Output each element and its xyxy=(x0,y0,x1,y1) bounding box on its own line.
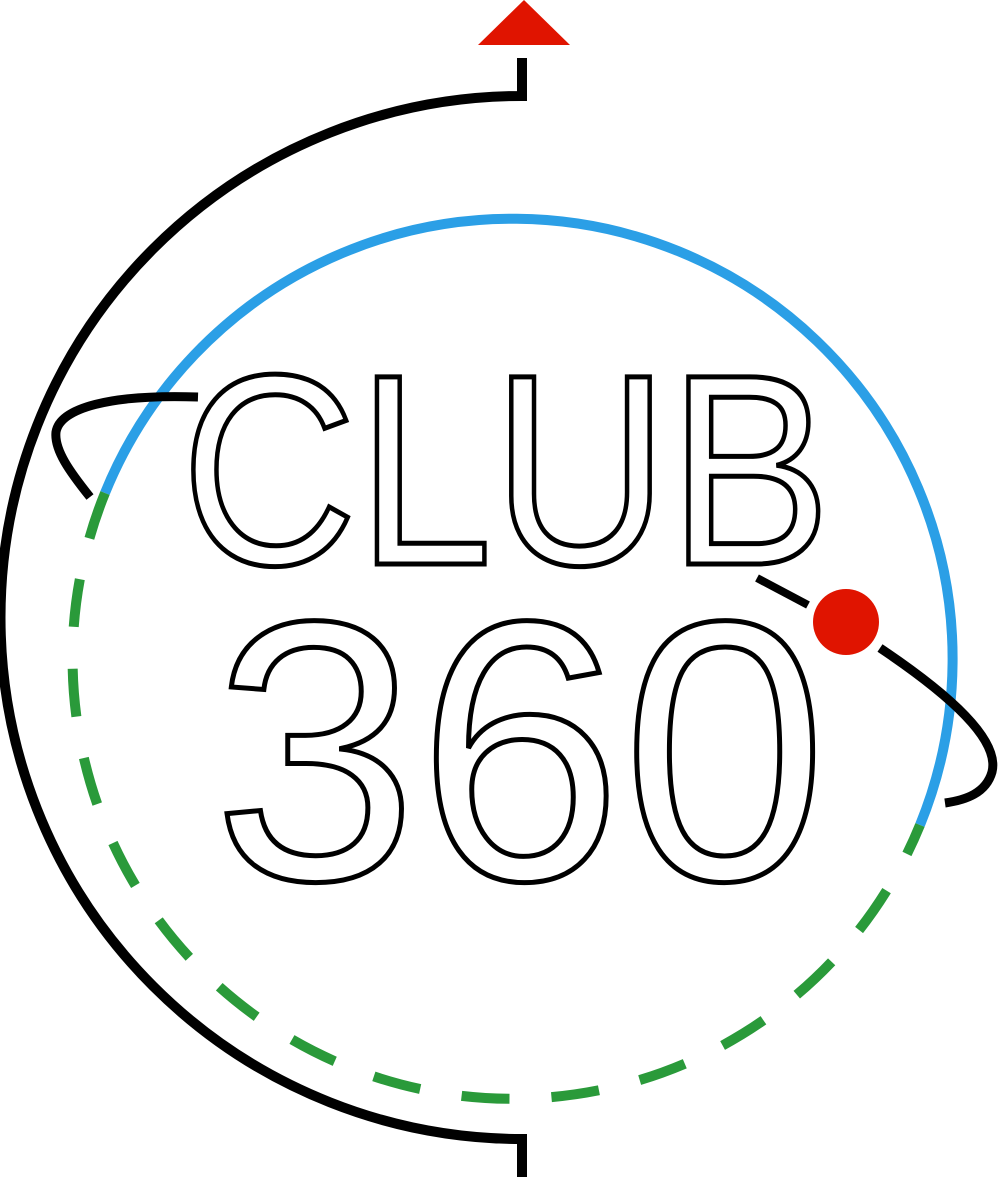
logo-text-club: CLUB xyxy=(181,318,831,622)
red-triangle-icon xyxy=(478,0,570,45)
outer-black-arc xyxy=(0,58,527,1177)
blue-arc xyxy=(100,213,958,827)
right-swoosh xyxy=(877,644,998,808)
red-dot-icon xyxy=(813,589,879,655)
green-dashed-arc xyxy=(67,491,925,1105)
tick-mark xyxy=(755,574,810,609)
logo-text-360: 360 xyxy=(213,545,827,958)
left-swoosh xyxy=(51,392,199,500)
